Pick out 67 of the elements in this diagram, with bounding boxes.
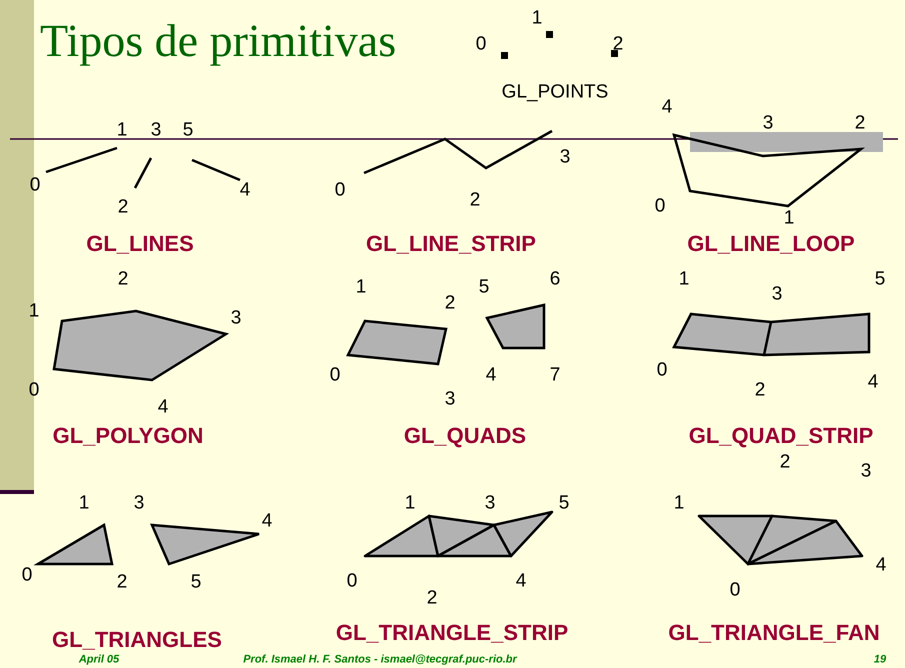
primitive-name: GL_TRIANGLES xyxy=(52,629,222,651)
vertex-number: 1 xyxy=(78,494,90,512)
primitive-name: GL_QUAD_STRIP xyxy=(688,425,874,447)
vertex-number: 4 xyxy=(516,572,526,590)
primitive-name: GL_LINES xyxy=(86,233,194,255)
vertex-number: 1 xyxy=(356,278,366,296)
vertex-number: 0 xyxy=(28,380,40,400)
vertex-number: 1 xyxy=(674,494,684,512)
vertex-number: 1 xyxy=(404,494,416,512)
primitive-name: GL_TRIANGLE_FAN xyxy=(668,622,880,644)
vertex-number: 3 xyxy=(444,390,456,408)
vertex-number: 2 xyxy=(754,380,766,400)
vertex-number: 1 xyxy=(116,120,128,140)
footer-author: Prof. Ismael H. F. Santos - ismael@tecgraf.puc-rio.br xyxy=(243,654,517,666)
vertex-number: 2 xyxy=(116,572,128,592)
vertex-number: 2 xyxy=(118,270,128,288)
vertex-number: 4 xyxy=(240,180,250,200)
vertex-number: 0 xyxy=(334,180,346,200)
vertex-number: 4 xyxy=(876,556,886,574)
primitive-name: GL_QUADS xyxy=(404,425,526,447)
vertex-number: 1 xyxy=(678,270,690,288)
vertex-number: 0 xyxy=(656,360,668,380)
vertex-number: 5 xyxy=(190,572,202,592)
vertex-number: 3 xyxy=(860,462,872,480)
vertex-number: 3 xyxy=(560,148,570,166)
vertex-number: 5 xyxy=(874,270,886,288)
vertex-number: 4 xyxy=(158,398,168,416)
vertex-number: 3 xyxy=(230,308,242,328)
vertex-number: 2 xyxy=(612,34,624,54)
vertex-number: 0 xyxy=(22,566,32,584)
vertex-number: 3 xyxy=(484,494,496,512)
vertex-number: 1 xyxy=(28,302,40,320)
vertex-number: 1 xyxy=(784,208,794,228)
vertex-number: 2 xyxy=(118,198,128,216)
vertex-number: 2 xyxy=(470,190,480,210)
footer-date: April 05 xyxy=(78,654,120,666)
vertex-number: 5 xyxy=(182,120,194,140)
slide-title: Tipos de primitivas xyxy=(40,18,396,64)
vertex-number: 4 xyxy=(262,512,272,530)
vertex-number: 0 xyxy=(730,580,740,600)
vertex-number: 2 xyxy=(426,588,438,608)
vertex-number: 4 xyxy=(868,372,878,392)
vertex-number: 2 xyxy=(780,452,790,472)
vertex-number: 0 xyxy=(654,196,666,216)
vertex-number: 6 xyxy=(550,270,560,288)
primitive-name: GL_LINE_STRIP xyxy=(366,233,536,255)
vertex-number: 1 xyxy=(532,8,542,28)
vertex-number: 4 xyxy=(486,366,496,384)
vertex-number: 0 xyxy=(476,34,486,54)
vertex-number: 3 xyxy=(772,284,782,304)
primitive-name: GL_POLYGON xyxy=(52,425,204,447)
vertex-number: 7 xyxy=(550,366,560,384)
vertex-number: 2 xyxy=(444,294,456,312)
primitive-name: GL_LINE_LOOP xyxy=(687,233,855,255)
vertex-number: 3 xyxy=(134,494,144,512)
vertex-number: 2 xyxy=(854,114,866,132)
vertex-number: 3 xyxy=(762,114,774,132)
primitive-name: GL_POINTS xyxy=(502,82,608,102)
page-number: 19 xyxy=(874,654,886,666)
vertex-number: 4 xyxy=(662,98,672,116)
vertex-number: 0 xyxy=(330,366,340,384)
vertex-number: 0 xyxy=(346,572,358,590)
vertex-number: 0 xyxy=(30,176,40,194)
vertex-number: 5 xyxy=(558,494,570,512)
primitive-name: GL_TRIANGLE_STRIP xyxy=(336,622,568,644)
vertex-number: 3 xyxy=(150,120,162,140)
vertex-number: 5 xyxy=(478,278,490,296)
